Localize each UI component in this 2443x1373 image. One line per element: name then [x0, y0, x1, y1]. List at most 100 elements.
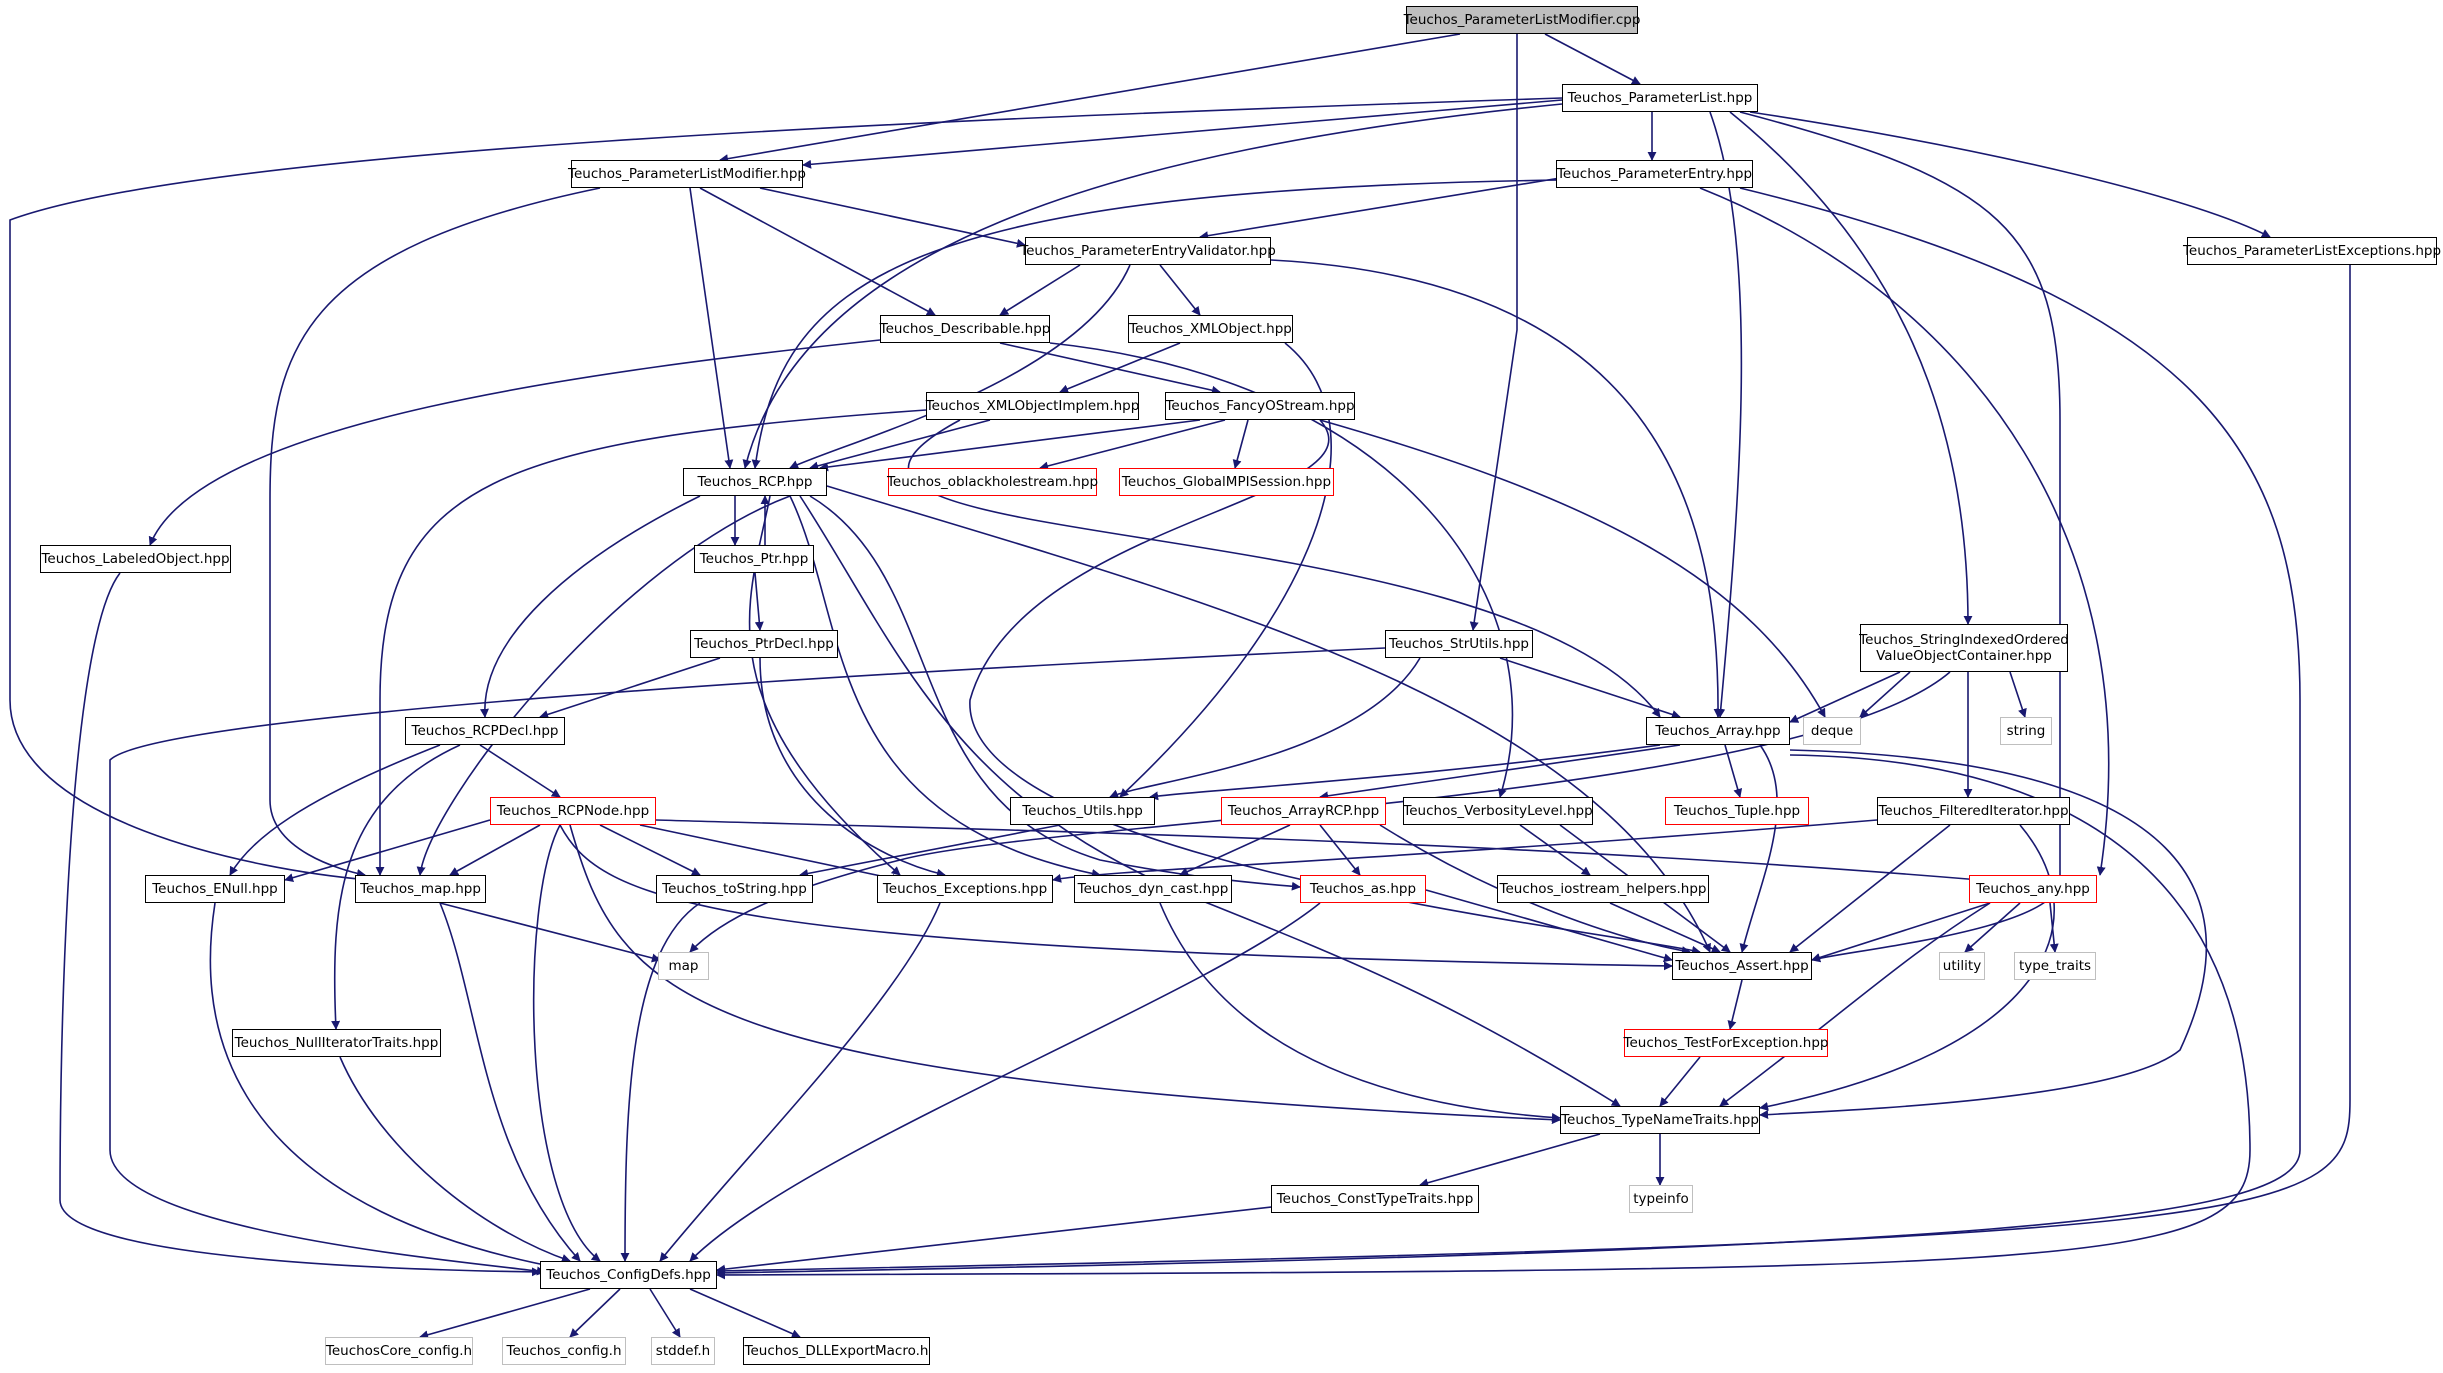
node-config[interactable]: Teuchos_config.h [502, 1337, 626, 1365]
edge-any-to-utility [1964, 902, 2021, 953]
edge-labeledobject-to-configdefs [59, 572, 541, 1277]
node-globalmpi[interactable]: Teuchos_GlobalMPISession.hpp [1119, 468, 1334, 496]
edge-verbositylevel-to-iostreamhelpers [1519, 824, 1591, 876]
node-labeledobject[interactable]: Teuchos_LabeledObject.hpp [40, 545, 231, 573]
node-parameterentry[interactable]: Teuchos_ParameterEntry.hpp [1556, 160, 1753, 188]
node-dyncast[interactable]: Teuchos_dyn_cast.hpp [1074, 875, 1232, 903]
node-parameterlist[interactable]: Teuchos_ParameterList.hpp [1562, 84, 1758, 112]
node-dllexport[interactable]: Teuchos_DLLExportMacro.h [743, 1337, 930, 1365]
node-typetraits[interactable]: type_traits [2014, 952, 2096, 980]
edge-rcp-to-exceptions [748, 495, 901, 876]
node-plmodifier[interactable]: Teuchos_ParameterListModifier.hpp [568, 160, 806, 188]
edge-rcp-to-map-hpp [416, 495, 791, 876]
edge-parameterentry-to-entryvalidator [1199, 177, 1561, 241]
node-coreconfig[interactable]: TeuchosCore_config.h [325, 1337, 473, 1365]
edge-rcp-to-assert [826, 485, 1711, 953]
edge-parameterlist-to-sivoc [1729, 111, 1973, 625]
edge-utils-to-tostring [799, 824, 1061, 878]
edge-any-to-assert [1811, 902, 1991, 962]
node-utility[interactable]: utility [1939, 952, 1985, 980]
edge-tostring-to-configdefs [620, 902, 701, 1262]
node-configdefs[interactable]: Teuchos_ConfigDefs.hpp [540, 1261, 717, 1289]
node-rcp[interactable]: Teuchos_RCP.hpp [683, 468, 827, 496]
edge-rcpnode-to-any [655, 819, 1981, 884]
edge-parameterlist-to-rcp [742, 103, 1563, 469]
edge-plexceptions-to-configdefs [716, 265, 2351, 1276]
node-plexceptions[interactable]: Teuchos_ParameterListExceptions.hpp [2183, 237, 2441, 265]
node-verbositylevel[interactable]: Teuchos_VerbosityLevel.hpp [1403, 797, 1593, 825]
node-stddef[interactable]: stddef.h [651, 1337, 715, 1365]
edge-fancyostream-to-deque [1319, 419, 1826, 718]
node-string[interactable]: string [2000, 717, 2052, 745]
edge-arrayrcp-to-dyncast [1179, 824, 1291, 876]
edge-ptrdecl-to-exceptions [759, 657, 946, 878]
edge-rcpnode-to-tostring [599, 824, 701, 876]
edge-assert-to-testforexception [1727, 979, 1743, 1030]
node-describable[interactable]: Teuchos_Describable.hpp [880, 315, 1050, 343]
edge-consttypetraits-to-configdefs [716, 1205, 1281, 1274]
edge-xmlobjectimplem-to-rcp [809, 419, 991, 471]
edge-sivoc-to-deque [1859, 671, 1911, 718]
edge-array-to-tuple [1724, 744, 1743, 798]
node-tostring[interactable]: Teuchos_toString.hpp [656, 875, 813, 903]
node-oblackhole[interactable]: Teuchos_oblackholestream.hpp [887, 468, 1098, 496]
edge-exceptions-to-configdefs [659, 902, 941, 1262]
edge-describable-to-verbositylevel [1049, 342, 1514, 798]
edge-sivoc-to-array [1789, 671, 1901, 723]
node-exceptions[interactable]: Teuchos_Exceptions.hpp [877, 875, 1053, 903]
edge-plmodifier-to-entryvalidator [759, 187, 1026, 248]
node-ptr[interactable]: Teuchos_Ptr.hpp [694, 545, 814, 573]
node-deque[interactable]: deque [1803, 717, 1861, 745]
node-strutils[interactable]: Teuchos_StrUtils.hpp [1385, 630, 1533, 658]
node-utils[interactable]: Teuchos_Utils.hpp [1010, 797, 1155, 825]
node-iostreamhelpers[interactable]: Teuchos_iostream_helpers.hpp [1497, 875, 1709, 903]
edge-as-to-assert [1425, 889, 1673, 963]
edge-sivoc-to-string [2009, 671, 2027, 718]
node-as[interactable]: Teuchos_as.hpp [1300, 875, 1426, 903]
edge-configdefs-to-config [569, 1288, 621, 1338]
edge-xmlobject-to-utils [1119, 342, 1332, 798]
edge-configdefs-to-coreconfig [419, 1288, 591, 1340]
node-ptrdecl[interactable]: Teuchos_PtrDecl.hpp [690, 630, 838, 658]
node-sivoc-line1: Teuchos_StringIndexedOrdered [1859, 631, 2069, 648]
edge-entryvalidator-to-describable [999, 264, 1081, 316]
edge-root-to-strutils [1469, 34, 1518, 631]
edge-enull-to-configdefs [209, 902, 561, 1271]
node-nulliterator[interactable]: Teuchos_NullIteratorTraits.hpp [232, 1029, 441, 1057]
node-arrayrcp[interactable]: Teuchos_ArrayRCP.hpp [1221, 797, 1386, 825]
node-consttypetraits[interactable]: Teuchos_ConstTypeTraits.hpp [1271, 1185, 1479, 1213]
edge-array-to-configdefs [716, 754, 2251, 1280]
node-xmlobjectimplem[interactable]: Teuchos_XMLObjectImplem.hpp [926, 392, 1139, 420]
node-map[interactable]: map [658, 952, 709, 980]
node-any[interactable]: Teuchos_any.hpp [1969, 875, 2097, 903]
node-testforexception[interactable]: Teuchos_TestForException.hpp [1624, 1029, 1828, 1057]
node-rcpdecl[interactable]: Teuchos_RCPDecl.hpp [405, 717, 565, 745]
node-entryvalidator[interactable]: Teuchos_ParameterEntryValidator.hpp [1020, 237, 1276, 265]
edge-nulliterator-to-configdefs [339, 1056, 571, 1263]
edge-describable-to-labeledobject [148, 339, 881, 546]
edge-any-to-typetraits [2049, 902, 2059, 953]
edge-strutils-to-array [1499, 657, 1681, 719]
edge-parameterentry-to-configdefs [716, 187, 2301, 1278]
node-typeinfo[interactable]: typeinfo [1629, 1185, 1693, 1213]
node-typenametraits[interactable]: Teuchos_TypeNameTraits.hpp [1560, 1106, 1760, 1134]
node-map-hpp[interactable]: Teuchos_map.hpp [355, 875, 486, 903]
node-fancyostream[interactable]: Teuchos_FancyOStream.hpp [1165, 392, 1355, 420]
node-enull[interactable]: Teuchos_ENull.hpp [145, 875, 285, 903]
node-sivoc[interactable]: Teuchos_StringIndexedOrdered ValueObject… [1859, 624, 2069, 672]
edge-configdefs-to-dllexport [689, 1288, 801, 1338]
edge-strutils-to-utils [1109, 657, 1421, 798]
edge-fancyostream-to-globalmpi [1232, 419, 1249, 469]
node-array[interactable]: Teuchos_Array.hpp [1646, 717, 1790, 745]
node-rcpnode[interactable]: Teuchos_RCPNode.hpp [490, 797, 656, 825]
node-xmlobject[interactable]: Teuchos_XMLObject.hpp [1128, 315, 1293, 343]
node-filterediterator[interactable]: Teuchos_FilteredIterator.hpp [1877, 797, 2070, 825]
node-root[interactable]: Teuchos_ParameterListModifier.cpp [1404, 6, 1640, 34]
edge-rcpdecl-to-nulliterator [331, 744, 461, 1030]
edge-rcp-to-rcpdecl [479, 495, 701, 718]
node-tuple[interactable]: Teuchos_Tuple.hpp [1665, 797, 1809, 825]
edge-entryvalidator-to-rcp [789, 264, 1131, 469]
edge-ptrdecl-to-rcpdecl [539, 657, 721, 719]
node-assert[interactable]: Teuchos_Assert.hpp [1672, 952, 1812, 980]
edge-rcpnode-to-enull [284, 819, 491, 883]
